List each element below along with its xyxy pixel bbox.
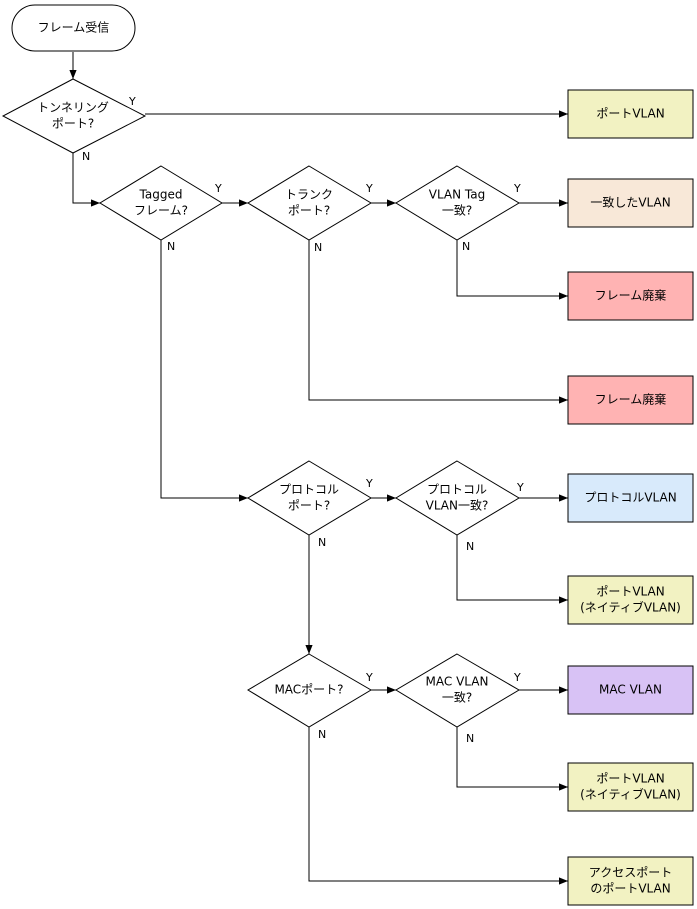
node-label-line: フレーム廃棄 <box>595 288 667 303</box>
edge-label-yes: Y <box>128 95 136 108</box>
node-label-line: フレーム? <box>134 204 188 218</box>
edge-label-no: N <box>318 728 326 741</box>
result-frame-discard-2-label: フレーム廃棄 <box>595 392 667 407</box>
edge-label-yes: Y <box>365 671 373 684</box>
decision-trunk-port-label: トランクポート? <box>285 188 333 218</box>
node-label-line: VLAN Tag <box>429 188 485 202</box>
edge-label-yes: Y <box>513 671 521 684</box>
decision-tagged-frame-label: Tagged フレーム? <box>134 188 188 218</box>
result-native-vlan-1-label: ポートVLAN(ネイティブVLAN) <box>580 585 681 615</box>
edge-label-no: N <box>82 150 90 163</box>
node-label-line: ポートVLAN <box>596 107 664 121</box>
node-label-line: プロトコルVLAN <box>584 491 676 505</box>
node-label-line: VLAN一致? <box>426 499 489 513</box>
node-label-line: ポートVLAN <box>596 585 664 599</box>
decision-protocol-port: プロトコルポート? <box>247 460 372 536</box>
node-label-line: MAC VLAN <box>599 683 662 697</box>
result-native-vlan-2-label: ポートVLAN(ネイティブVLAN) <box>580 772 681 802</box>
decision-tagged-frame: Tagged フレーム? <box>99 165 223 241</box>
result-access-port-vlan-label: アクセスポートのポートVLAN <box>589 866 672 896</box>
decision-protocol-vlan-match-label: プロトコル VLAN一致? <box>426 483 489 513</box>
edge-labels: Y N Y N Y N Y N Y N Y N Y N Y N <box>82 95 524 745</box>
decision-tunneling-port-label: トンネリングポート? <box>37 101 109 131</box>
node-label-line: MACポート? <box>274 683 343 697</box>
edges <box>69 52 568 885</box>
result-native-vlan-1: ポートVLAN(ネイティブVLAN) <box>567 575 694 625</box>
node-label-line: アクセスポート <box>589 866 672 880</box>
start-terminal-label: フレーム受信 <box>38 21 110 35</box>
edge-label-no: N <box>462 240 470 253</box>
edge-trunk-no <box>308 240 568 404</box>
node-label-line: トンネリング <box>37 101 109 115</box>
edge-label-no: N <box>318 536 326 549</box>
node-label-line: (ネイティブVLAN) <box>580 600 681 615</box>
decision-tunneling-port: トンネリングポート? <box>1 78 147 154</box>
result-frame-discard-1-label: フレーム廃棄 <box>595 288 667 303</box>
node-label-line: プロトコル <box>279 483 339 497</box>
result-matched-vlan: 一致したVLAN <box>567 178 694 228</box>
edge-tunnel-no <box>72 153 100 207</box>
edge-vlantag-no <box>456 240 568 300</box>
edge-label-yes: Y <box>516 481 524 494</box>
node-label-line: (ネイティブVLAN) <box>580 787 681 802</box>
result-frame-discard-1: フレーム廃棄 <box>567 271 694 321</box>
edge-mac-no <box>308 727 568 885</box>
node-label-line: 一致したVLAN <box>590 196 670 210</box>
node-label-line: プロトコル <box>427 483 487 497</box>
edge-label-no: N <box>167 240 175 253</box>
result-protocol-vlan: プロトコルVLAN <box>567 473 694 523</box>
result-protocol-vlan-label: プロトコルVLAN <box>584 491 676 505</box>
node-label-line: 一致? <box>442 691 472 705</box>
decision-vlan-tag-match-label: VLAN Tag 一致? <box>429 188 485 218</box>
decision-mac-port: MACポート? <box>247 653 372 728</box>
decision-mac-vlan-match-label: MAC VLAN 一致? <box>426 675 489 705</box>
node-label-line: のポートVLAN <box>590 882 670 896</box>
edge-label-yes: Y <box>214 182 222 195</box>
edge-protovlan-no <box>456 535 568 604</box>
edge-label-no: N <box>314 241 322 254</box>
decision-protocol-port-label: プロトコルポート? <box>279 483 339 513</box>
decision-mac-port-label: MACポート? <box>274 683 343 697</box>
node-label-line: ポートVLAN <box>596 772 664 786</box>
edge-label-no: N <box>466 732 474 745</box>
node-label-line: 一致? <box>442 204 472 218</box>
edge-label-yes: Y <box>365 182 373 195</box>
decision-mac-vlan-match: MAC VLAN 一致? <box>395 653 520 728</box>
result-mac-vlan: MAC VLAN <box>567 665 694 715</box>
result-matched-vlan-label: 一致したVLAN <box>590 196 670 210</box>
result-port-vlan-label: ポートVLAN <box>596 107 664 121</box>
edge-label-yes: Y <box>365 477 373 490</box>
result-port-vlan: ポートVLAN <box>567 89 694 139</box>
node-label-line: Tagged <box>139 188 183 202</box>
node-label-line: トランク <box>285 188 333 202</box>
edge-label-yes: Y <box>513 182 521 195</box>
result-native-vlan-2: ポートVLAN(ネイティブVLAN) <box>567 762 694 812</box>
node-label-line: MAC VLAN <box>426 675 489 689</box>
node-label-line: ポート? <box>52 117 94 131</box>
node-label-line: ポート? <box>288 499 330 513</box>
edge-tagged-no <box>160 240 248 502</box>
node-label-line: ポート? <box>288 204 330 218</box>
edge-label-no: N <box>466 540 474 553</box>
result-mac-vlan-label: MAC VLAN <box>599 683 662 697</box>
result-access-port-vlan: アクセスポートのポートVLAN <box>567 856 694 906</box>
decision-protocol-vlan-match: プロトコル VLAN一致? <box>395 460 520 536</box>
start-terminal: フレーム受信 <box>11 4 136 52</box>
node-label-line: フレーム廃棄 <box>595 392 667 407</box>
decision-trunk-port: トランクポート? <box>247 165 372 241</box>
result-frame-discard-2: フレーム廃棄 <box>567 375 694 425</box>
edge-macvlan-no <box>456 727 568 791</box>
decision-vlan-tag-match: VLAN Tag 一致? <box>395 165 520 241</box>
